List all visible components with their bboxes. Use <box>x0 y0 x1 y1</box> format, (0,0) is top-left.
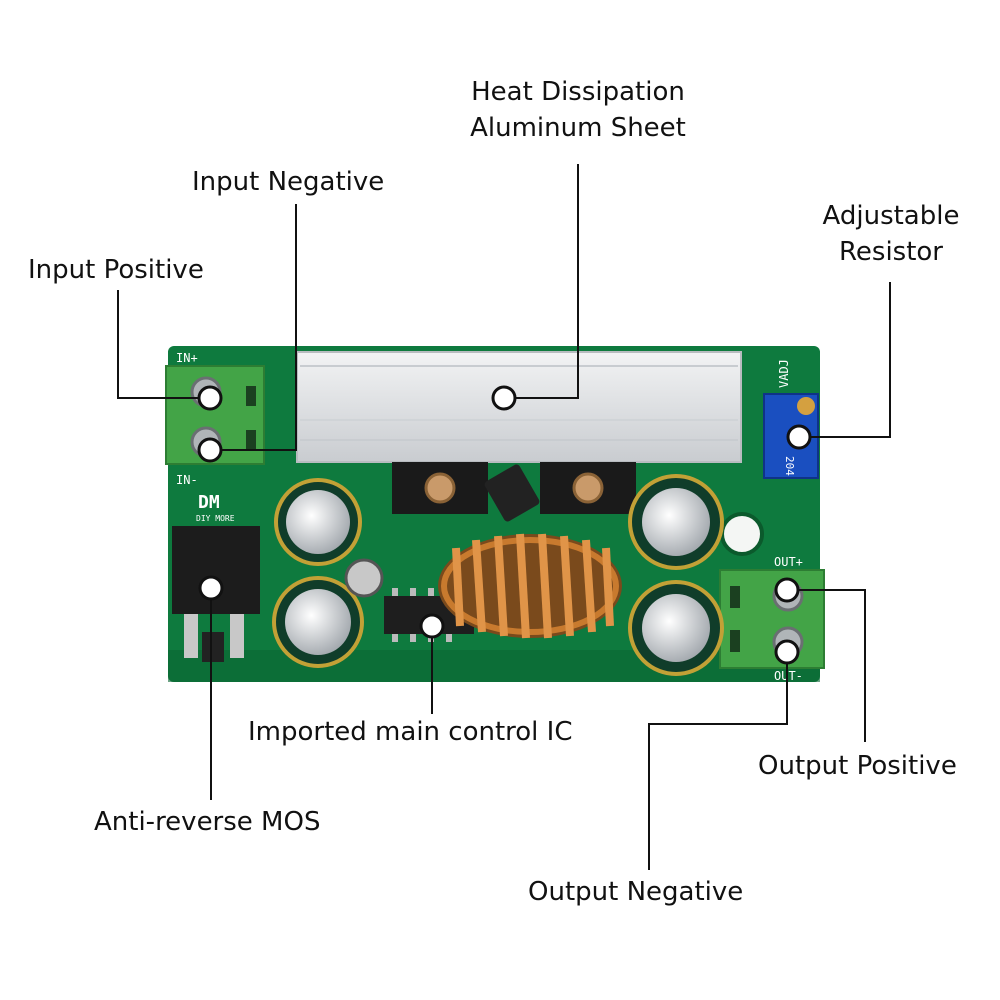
silk-out-plus: OUT+ <box>774 555 803 569</box>
silk-vadj: VADJ <box>777 359 791 388</box>
label-adjustable-resistor-line2: Resistor <box>839 237 943 267</box>
silk-logo-sub: DIY MORE <box>196 514 235 523</box>
mounting-hole <box>720 512 764 556</box>
label-heat-dissipation-line2: Aluminum Sheet <box>470 113 686 143</box>
output-terminal-block <box>719 569 825 669</box>
label-input-negative: Input Negative <box>192 167 385 197</box>
label-anti-reverse-mos: Anti-reverse MOS <box>94 807 321 837</box>
label-heat-dissipation-line1: Heat Dissipation <box>471 77 685 107</box>
label-output-positive: Output Positive <box>758 751 957 781</box>
marker-output-negative <box>774 639 800 665</box>
label-input-positive: Input Positive <box>28 255 204 285</box>
marker-adjustable-resistor <box>786 424 812 450</box>
silk-out-minus: OUT- <box>774 669 803 683</box>
leader-input-negative <box>210 204 297 451</box>
leader-input-positive <box>117 290 210 399</box>
leader-output-negative <box>648 652 788 870</box>
label-main-control-ic: Imported main control IC <box>248 717 573 747</box>
marker-main-control-ic <box>419 613 445 639</box>
heatsink-aluminum-sheet <box>296 351 742 463</box>
silk-serial: -98619-Y <box>823 516 834 564</box>
marker-output-positive <box>774 577 800 603</box>
leader-heat-dissipation <box>504 164 579 399</box>
marker-input-negative <box>197 437 223 463</box>
marker-heat-dissipation <box>491 385 517 411</box>
leader-adjustable-resistor <box>799 282 891 438</box>
marker-anti-reverse-mos <box>198 575 224 601</box>
leader-lines <box>117 164 891 870</box>
capacitors <box>272 474 724 676</box>
silk-logo: DM <box>198 492 220 513</box>
silk-in-minus: IN- <box>176 473 198 487</box>
silk-in-plus: IN+ <box>176 351 198 365</box>
inductor-coil <box>438 533 622 639</box>
marker-input-positive <box>197 385 223 411</box>
silk-pot-code: 204 <box>783 456 796 476</box>
leader-output-positive <box>787 589 866 742</box>
label-output-negative: Output Negative <box>528 877 744 907</box>
markers <box>197 385 812 665</box>
label-adjustable-resistor-line1: Adjustable <box>822 201 960 231</box>
label-adjustable-resistor: Adjustable Resistor <box>786 198 996 270</box>
label-heat-dissipation: Heat Dissipation Aluminum Sheet <box>418 74 738 146</box>
power-transistors <box>392 462 636 522</box>
